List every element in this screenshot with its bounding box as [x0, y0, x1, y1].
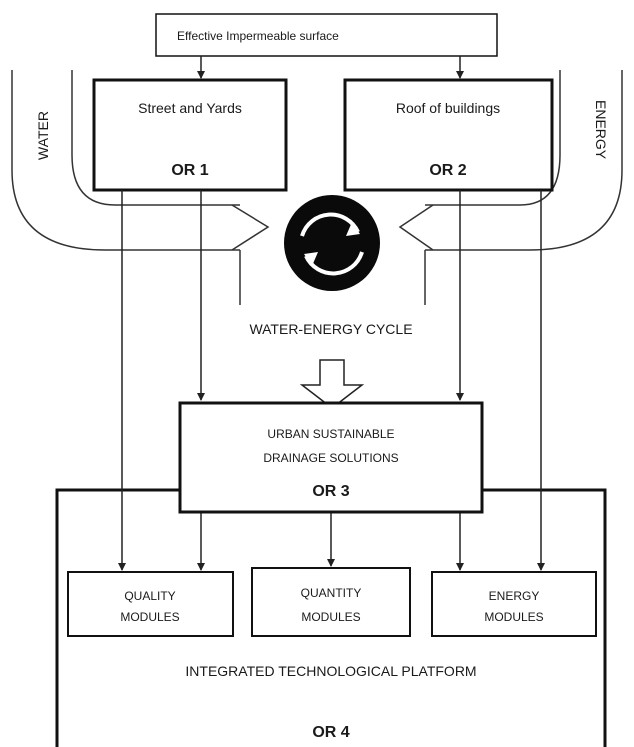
- impermeable-surface-box: Effective Impermeable surface: [155, 13, 498, 57]
- or2-label: Roof of buildings: [396, 100, 500, 116]
- energy-channel: ENERGY: [398, 70, 623, 305]
- quality-line1: QUALITY: [124, 589, 175, 603]
- or1-box: Street and Yards OR 1: [92, 78, 288, 192]
- energy-line2: MODULES: [484, 610, 543, 624]
- impermeable-surface-label: Effective Impermeable surface: [177, 29, 339, 43]
- or4-code: OR 4: [312, 724, 349, 741]
- quality-modules-box: QUALITY MODULES: [67, 571, 234, 637]
- or3-line2: DRAINAGE SOLUTIONS: [263, 451, 398, 465]
- cycle-label: WATER-ENERGY CYCLE: [249, 321, 412, 337]
- quantity-line2: MODULES: [301, 610, 360, 624]
- quantity-line1: QUANTITY: [301, 586, 362, 600]
- cycle-icon: [284, 195, 380, 291]
- or2-code: OR 2: [429, 162, 466, 179]
- water-label: WATER: [35, 111, 51, 160]
- energy-label: ENERGY: [593, 100, 609, 160]
- or3-box: URBAN SUSTAINABLE DRAINAGE SOLUTIONS OR …: [178, 401, 484, 514]
- flow-lines: [118, 190, 545, 571]
- or1-code: OR 1: [171, 162, 208, 179]
- or2-box: Roof of buildings OR 2: [343, 78, 554, 192]
- water-channel: WATER: [11, 70, 270, 305]
- quality-line2: MODULES: [120, 610, 179, 624]
- or3-code: OR 3: [312, 483, 349, 500]
- energy-modules-box: ENERGY MODULES: [431, 571, 597, 637]
- hollow-down-arrow-icon: [299, 359, 365, 409]
- quantity-modules-box: QUANTITY MODULES: [251, 567, 411, 637]
- energy-line1: ENERGY: [489, 589, 540, 603]
- or4-label: INTEGRATED TECHNOLOGICAL PLATFORM: [185, 663, 476, 679]
- top-connectors: [197, 56, 464, 79]
- or3-line1: URBAN SUSTAINABLE: [267, 427, 394, 441]
- or1-label: Street and Yards: [138, 100, 242, 116]
